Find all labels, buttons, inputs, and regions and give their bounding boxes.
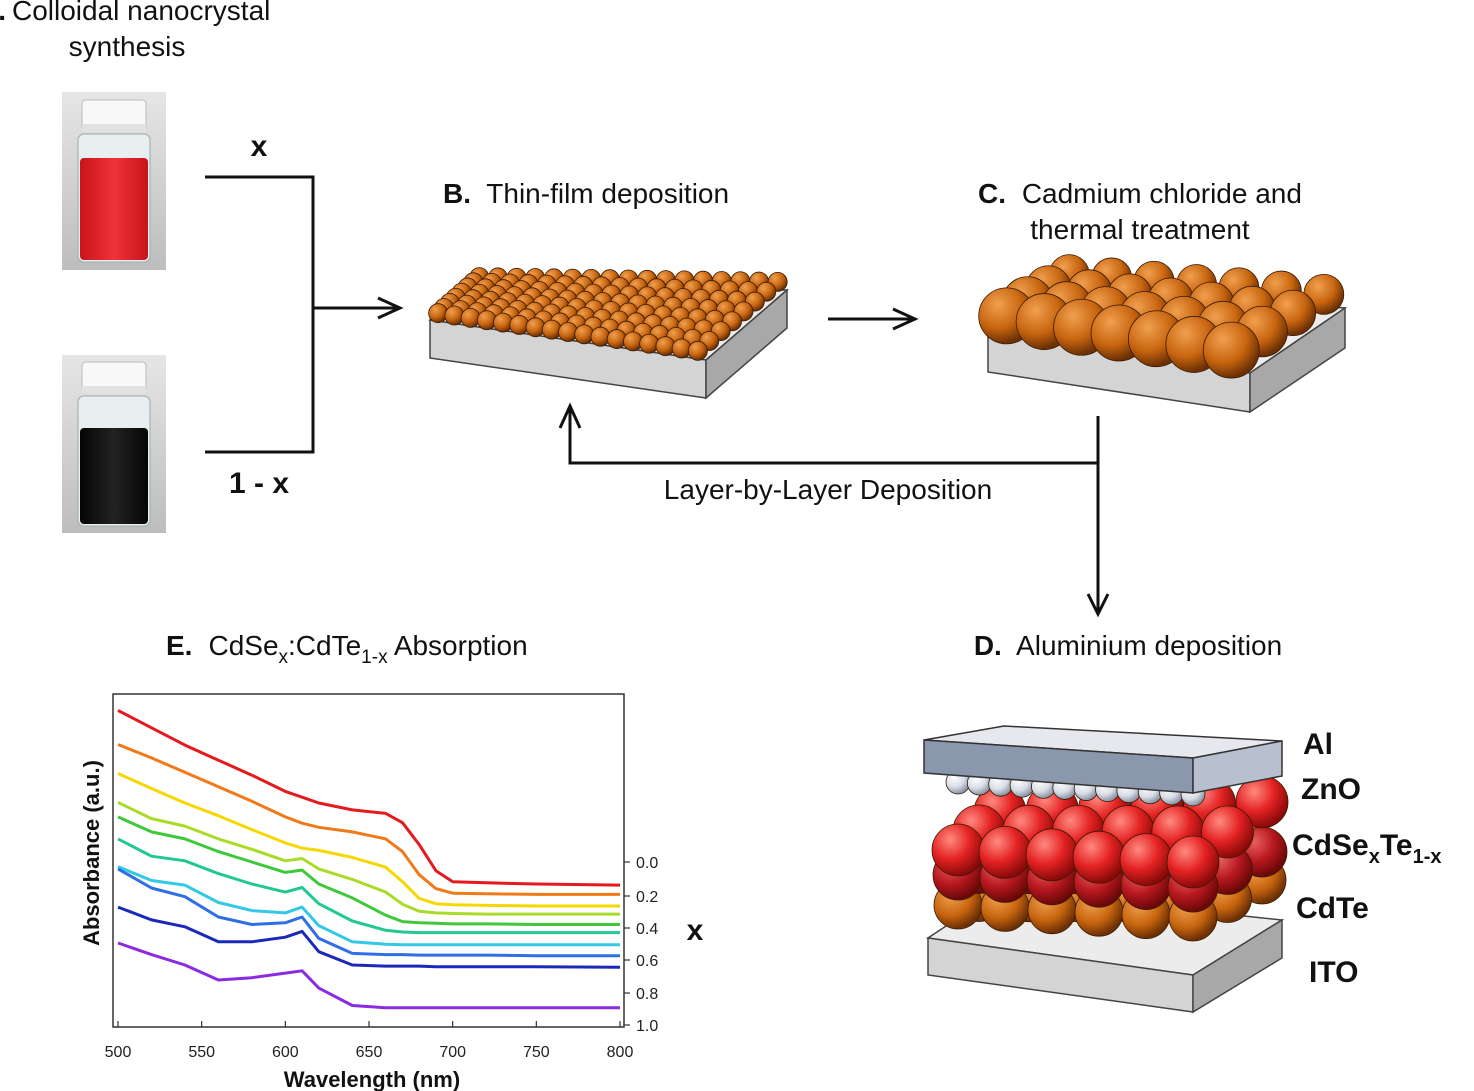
right-tick-label: 0.2 xyxy=(636,889,658,906)
al-electrode xyxy=(923,725,1283,794)
grain-sphere xyxy=(1202,321,1260,379)
absorption-chart: 500 550 600 650 700 750 800 0.0 0.2 0.4 0.6 0.8 1.0 xyxy=(105,709,658,1061)
panel-a-title-line1: Colloidal nanocrystal xyxy=(12,0,270,26)
spectrum-line-9 xyxy=(117,941,620,1010)
arrow-up-to-b-icon xyxy=(558,402,582,429)
panel-b-title-text: Thin-film deposition xyxy=(486,178,729,209)
right-tick-label: 0.0 xyxy=(636,855,658,872)
layer-by-layer-loop xyxy=(558,402,1110,618)
panel-e-letter: E. xyxy=(166,630,192,661)
black-vial-photo xyxy=(62,355,166,533)
spectrum-line-1 xyxy=(117,743,620,896)
cdsete-sphere xyxy=(931,823,985,877)
cdsete-sphere xyxy=(1201,805,1254,859)
layer-label-cdte: CdTe xyxy=(1296,892,1369,925)
cdsete-sphere xyxy=(1025,828,1079,882)
panel-b-letter: B. xyxy=(443,178,471,209)
panel-d-title-text: Aluminium deposition xyxy=(1016,630,1282,661)
layer-label-al: Al xyxy=(1303,728,1333,761)
one-minus-x-label: 1 - x xyxy=(229,467,289,500)
spectrum-line-8 xyxy=(117,905,621,969)
x-tick-label: 800 xyxy=(607,1044,634,1061)
right-tick-label: 1.0 xyxy=(636,1018,658,1035)
spectrum-line-7 xyxy=(117,867,620,958)
cdsete-sphere xyxy=(1072,830,1126,884)
right-tick-label: 0.6 xyxy=(636,953,658,970)
plot-frame xyxy=(112,693,625,1028)
x-fraction-label: x xyxy=(251,130,268,163)
layer-by-layer-label: Layer-by-Layer Deposition xyxy=(664,474,992,505)
red-vial-photo xyxy=(62,92,166,270)
arrow-to-b-icon xyxy=(377,296,404,320)
panel-d-letter: D. xyxy=(974,630,1002,661)
layer-label-zno: ZnO xyxy=(1301,773,1361,806)
panel-a-letter: A. xyxy=(0,0,6,26)
panel-b-title: B. Thin-film deposition xyxy=(443,178,729,209)
x-tick-label: 600 xyxy=(272,1044,299,1061)
x-tick-label: 750 xyxy=(523,1044,550,1061)
nanocrystal-sphere xyxy=(687,340,708,361)
spectrum-line-3 xyxy=(117,801,620,916)
y-axis-label: Absorbance (a.u.) xyxy=(79,760,104,946)
panel-c-title-line1: Cadmium chloride and xyxy=(1022,178,1302,209)
cdsete-sphere xyxy=(1166,835,1220,889)
cdsete-sphere xyxy=(1119,833,1173,886)
x-tick-label: 650 xyxy=(356,1044,383,1061)
spectrum-line-4 xyxy=(117,815,620,926)
x-tick-label: 550 xyxy=(188,1044,215,1061)
arrow-down-to-d-icon xyxy=(1086,593,1110,618)
panel-c: C. Cadmium chloride and thermal treatmen… xyxy=(978,178,1348,414)
panel-e: E.CdSex:CdTe1-x Absorption 500 550 600 650 7… xyxy=(79,630,704,1091)
cdsete-sphere xyxy=(978,826,1032,879)
panel-a-title: A. Colloidal nanocrystal xyxy=(0,0,270,26)
thin-film-nanocrystals xyxy=(428,267,788,361)
panel-a-title-line2: synthesis xyxy=(69,31,186,62)
panel-d: D. Aluminium deposition Al ZnO CdSexTe1-… xyxy=(923,630,1442,1014)
right-tick-label: 0.4 xyxy=(636,921,658,938)
panel-b: B. Thin-film deposition xyxy=(428,178,789,400)
x-tick-label: 500 xyxy=(105,1044,132,1061)
layer-label-cdsete: CdSexTe1-x xyxy=(1292,829,1442,868)
mixing-bracket xyxy=(205,175,398,454)
layer-label-ito: ITO xyxy=(1309,956,1358,989)
panel-c-letter: C. xyxy=(978,178,1006,209)
panel-a: A. Colloidal nanocrystal synthesis x 1 - xyxy=(0,0,404,533)
right-tick-label: 0.8 xyxy=(636,986,658,1003)
panel-e-title: E.CdSex:CdTe1-x Absorption xyxy=(166,630,528,668)
panel-c-title: C. Cadmium chloride and xyxy=(978,178,1302,209)
spectrum-line-6 xyxy=(117,865,620,947)
right-axis-label: x xyxy=(687,914,704,947)
x-axis-label: Wavelength (nm) xyxy=(284,1067,460,1091)
spectrum-line-2 xyxy=(117,772,620,908)
annealed-nanocrystals xyxy=(978,254,1345,379)
arrow-b-to-c-icon xyxy=(828,307,919,331)
spectrum-line-0 xyxy=(117,709,621,887)
panel-d-title: D. Aluminium deposition xyxy=(974,630,1282,661)
x-tick-label: 700 xyxy=(439,1044,466,1061)
panel-c-title-line2: thermal treatment xyxy=(1030,214,1250,245)
spectrum-line-5 xyxy=(117,837,620,935)
